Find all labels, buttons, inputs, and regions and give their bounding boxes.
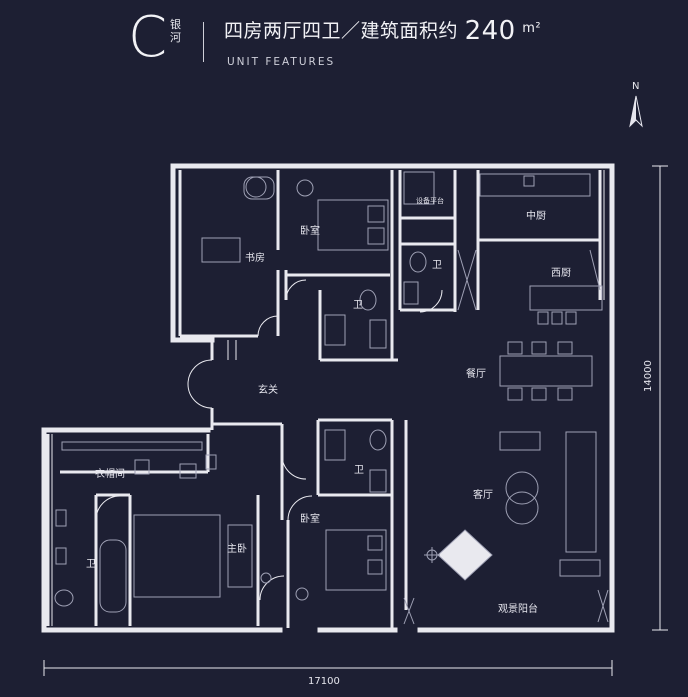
unit-type-text: 四房两厅四卫／建筑面积约 xyxy=(224,20,459,42)
room-label-bath-kitchen: 卫 xyxy=(432,260,442,271)
room-label-western-kitchen: 西厨 xyxy=(551,268,571,279)
room-label-equipment-platform: 设备平台 xyxy=(416,197,444,205)
north-label: N xyxy=(632,81,640,92)
header: C 银河 四房两厅四卫／建筑面积约 240 m² UNIT FEATURES xyxy=(0,0,688,80)
dimension-width: 17100 xyxy=(308,676,340,687)
subtitle: UNIT FEATURES xyxy=(227,56,336,68)
room-label-foyer: 玄关 xyxy=(258,385,278,396)
room-label-bath-north: 卫 xyxy=(353,300,363,311)
room-label-bedroom-south: 卧室 xyxy=(300,514,320,525)
room-label-closet: 衣帽间 xyxy=(95,469,125,480)
header-divider xyxy=(203,22,204,62)
room-label-living: 客厅 xyxy=(473,490,493,501)
room-label-master-bedroom: 主卧 xyxy=(227,544,247,555)
room-label-balcony: 观景阳台 xyxy=(498,604,538,615)
unit-letter: C xyxy=(128,5,168,70)
unit-title: 四房两厅四卫／建筑面积约 240 m² xyxy=(224,16,541,46)
room-label-master-bath: 卫 xyxy=(86,559,96,570)
room-label-study: 书房 xyxy=(245,253,265,264)
room-label-bath-south: 卫 xyxy=(354,465,364,476)
area-value: 240 xyxy=(464,16,516,46)
project-name: 银河 xyxy=(170,18,181,44)
room-label-bedroom-north: 卧室 xyxy=(300,226,320,237)
room-label-dining: 餐厅 xyxy=(466,369,486,380)
area-unit: m² xyxy=(522,21,542,36)
dimension-height: 14000 xyxy=(643,360,654,392)
room-label-chinese-kitchen: 中厨 xyxy=(526,211,546,222)
north-arrow-icon: N xyxy=(623,81,649,132)
